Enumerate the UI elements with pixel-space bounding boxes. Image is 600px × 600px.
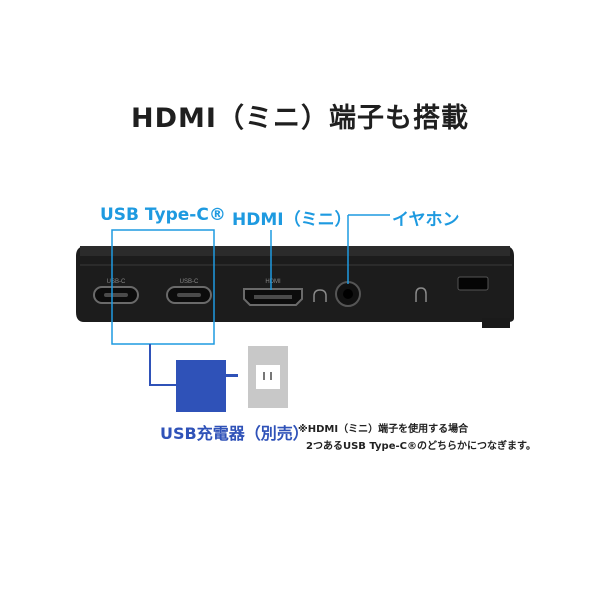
monitor-top-edge — [80, 246, 510, 256]
usbc-port-1: USB-C — [93, 279, 139, 304]
page-title: HDMI（ミニ）端子も搭載 — [131, 103, 469, 134]
charger-plug-prong — [226, 374, 238, 377]
monitor-side-body — [76, 246, 514, 322]
lock-icon — [415, 287, 427, 302]
earphone-port-label: イヤホン — [392, 210, 460, 230]
monitor-stand-foot — [482, 318, 510, 328]
note-line-2: 2つあるUSB Type-C®のどちらかにつなぎます。 — [306, 441, 536, 452]
usbc-silk-label-2: USB-C — [180, 279, 199, 285]
security-slot — [457, 276, 489, 291]
usbc-port-2: USB-C — [166, 279, 212, 304]
hdmi-silk-label: HDMI — [265, 279, 281, 285]
headphone-icon — [313, 289, 327, 302]
hdmi-mini-port: HDMI — [243, 279, 303, 306]
earphone-jack — [335, 281, 361, 307]
charger-label: USB充電器（別売） — [160, 424, 309, 443]
usbc-callout-box — [111, 229, 215, 345]
wall-outlet — [248, 346, 288, 408]
usbc-silk-label-1: USB-C — [107, 279, 126, 285]
note-line-1: ※HDMI（ミニ）端子を使用する場合 — [298, 424, 469, 435]
usb-charger — [176, 360, 226, 412]
charger-cable-line — [149, 344, 176, 386]
hdmi-port-label: HDMI（ミニ） — [232, 210, 352, 230]
usbc-port-label: USB Type-C® — [100, 205, 226, 225]
